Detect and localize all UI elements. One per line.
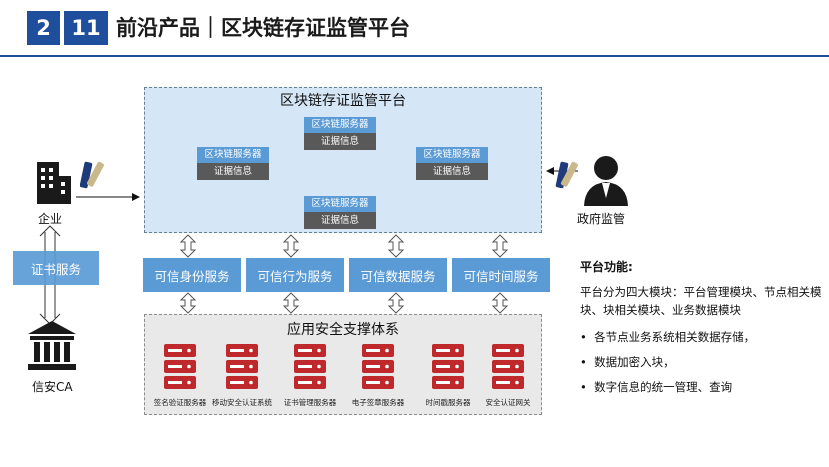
ca-label: 信安CA	[32, 380, 73, 394]
feature-bullet-text: 数字信息的统一管理、查询	[594, 380, 733, 394]
gov-label: 政府监管	[577, 212, 626, 226]
feature-bullet: • 各节点业务系统相关数据存储，	[580, 330, 756, 344]
blockchain-node: 区块链服务器 证据信息	[197, 147, 269, 180]
server-rack-icon	[431, 343, 465, 395]
server-label: 时间戳服务器	[425, 398, 471, 407]
cert-service-box: 证书服务	[13, 251, 99, 285]
server-label: 电子签章服务器	[351, 398, 405, 407]
subsection-number: 11	[64, 11, 108, 45]
blockchain-node: 区块链服务器 证据信息	[304, 117, 376, 150]
server-label: 移动安全认证系统	[212, 398, 272, 407]
enterprise-label: 企业	[38, 212, 63, 226]
server-rack-icon	[361, 343, 395, 395]
blockchain-node: 区块链服务器 证据信息	[416, 147, 488, 180]
support-title: 应用安全支撑体系	[287, 322, 399, 338]
node-server-label: 区块链服务器	[416, 147, 488, 163]
server-rack-icon	[225, 343, 259, 395]
feature-bullet-text: 数据加密入块，	[594, 355, 675, 369]
header-divider	[0, 55, 829, 57]
features-intro: 平台分为四大模块：平台管理模块、节点相关模块、块相关模块、业务数据模块	[580, 285, 822, 317]
node-cert-label: 证据信息	[304, 133, 376, 150]
ca-link-arrow-top	[39, 225, 61, 237]
service-trusted-identity: 可信身份服务	[143, 258, 241, 292]
usb-key-icon	[548, 158, 578, 196]
blockchain-node: 区块链服务器 证据信息	[304, 196, 376, 229]
double-arrow	[282, 292, 300, 314]
server-label: 签名验证服务器	[153, 398, 207, 407]
server-label: 安全认证网关	[485, 398, 531, 407]
node-cert-label: 证据信息	[416, 163, 488, 180]
feature-bullet: • 数据加密入块，	[580, 355, 675, 369]
double-arrow	[282, 234, 300, 258]
node-server-label: 区块链服务器	[304, 196, 376, 212]
ca-building-icon	[24, 318, 80, 378]
node-server-label: 区块链服务器	[304, 117, 376, 133]
server-rack-icon	[293, 343, 327, 395]
security-support-system	[144, 314, 542, 415]
double-arrow	[179, 234, 197, 258]
double-arrow	[179, 292, 197, 314]
server-rack-icon	[491, 343, 525, 395]
enterprise-icon	[33, 158, 73, 210]
node-cert-label: 证据信息	[304, 212, 376, 229]
node-cert-label: 证据信息	[197, 163, 269, 180]
government-person-icon	[581, 152, 631, 212]
server-rack-icon	[163, 343, 197, 395]
double-arrow	[387, 234, 405, 258]
double-arrow	[491, 234, 509, 258]
platform-title: 区块链存证监管平台	[280, 93, 406, 109]
page-title: 前沿产品｜区块链存证监管平台	[116, 16, 410, 40]
feature-bullet: • 数字信息的统一管理、查询	[580, 380, 733, 394]
usb-key-icon	[79, 158, 110, 196]
service-trusted-data: 可信数据服务	[349, 258, 447, 292]
feature-bullet-text: 各节点业务系统相关数据存储，	[594, 330, 756, 344]
node-server-label: 区块链服务器	[197, 147, 269, 163]
server-label: 证书管理服务器	[283, 398, 337, 407]
service-trusted-time: 可信时间服务	[452, 258, 550, 292]
service-trusted-behavior: 可信行为服务	[246, 258, 344, 292]
double-arrow	[491, 292, 509, 314]
double-arrow	[387, 292, 405, 314]
features-heading: 平台功能:	[580, 260, 633, 274]
section-number: 2	[27, 11, 60, 45]
